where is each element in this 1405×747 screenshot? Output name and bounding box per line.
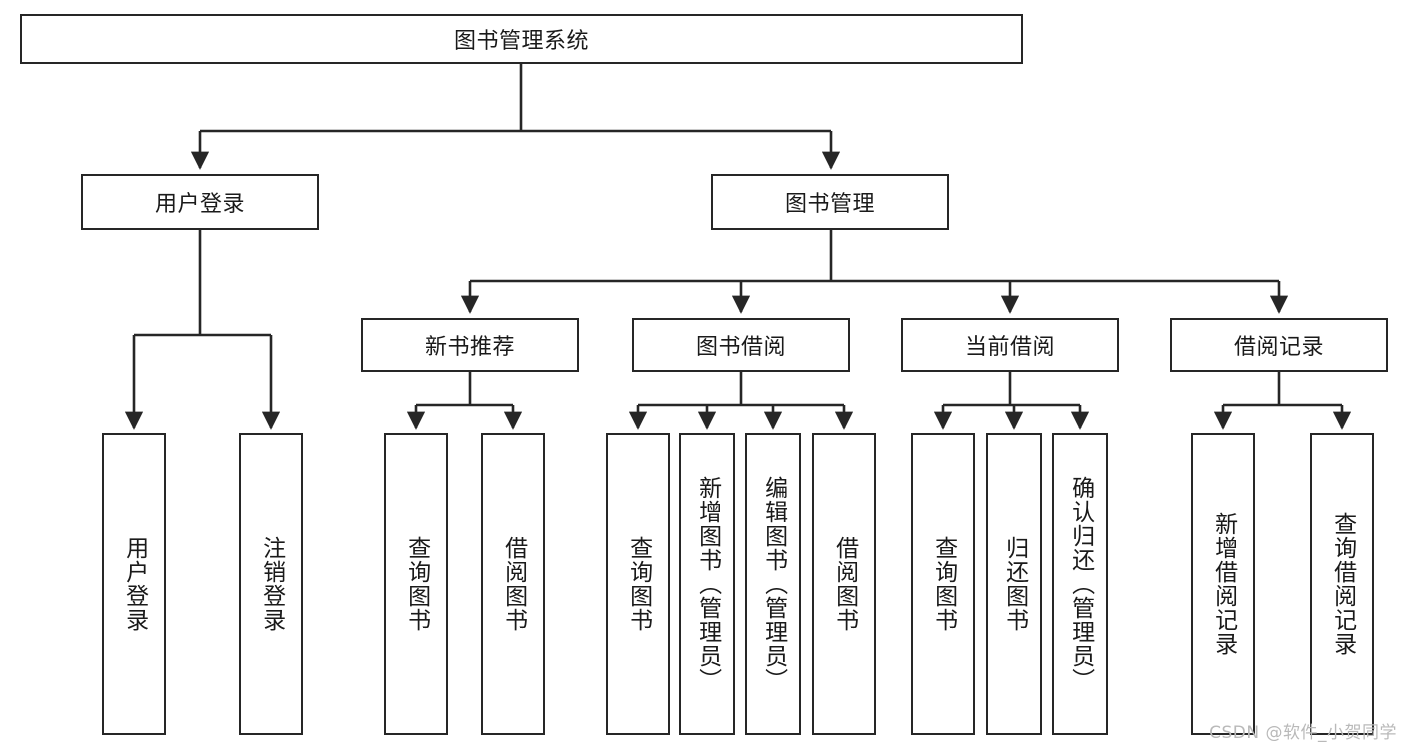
- node-user-login-label: 用户登录: [154, 192, 245, 217]
- node-new-book-recommend[interactable]: 新书推荐: [361, 318, 579, 372]
- node-leaf-query-record-label: 查询借阅记录: [1329, 512, 1356, 656]
- node-book-manage[interactable]: 图书管理: [711, 174, 949, 230]
- node-leaf-add-book-label: 新增图书（管理员）: [694, 476, 721, 692]
- node-leaf-borrow-book[interactable]: 借阅图书: [812, 433, 876, 735]
- node-leaf-query-record[interactable]: 查询借阅记录: [1310, 433, 1374, 735]
- node-book-borrow[interactable]: 图书借阅: [632, 318, 850, 372]
- node-leaf-user-logout-label: 注销登录: [258, 536, 285, 632]
- node-leaf-add-record[interactable]: 新增借阅记录: [1191, 433, 1255, 735]
- node-leaf-add-book[interactable]: 新增图书（管理员）: [679, 433, 735, 735]
- node-leaf-edit-book[interactable]: 编辑图书（管理员）: [745, 433, 801, 735]
- node-leaf-confirm-return-label: 确认归还（管理员）: [1067, 476, 1094, 692]
- node-leaf-query-book-cur-label: 查询图书: [930, 536, 957, 632]
- node-book-manage-label: 图书管理: [784, 192, 875, 217]
- node-leaf-return-book-label: 归还图书: [1001, 536, 1028, 632]
- node-book-borrow-label: 图书借阅: [695, 335, 786, 360]
- node-leaf-borrow-book-rec[interactable]: 借阅图书: [481, 433, 545, 735]
- node-user-login[interactable]: 用户登录: [81, 174, 319, 230]
- node-leaf-query-book-cur[interactable]: 查询图书: [911, 433, 975, 735]
- node-current-borrow-label: 当前借阅: [964, 335, 1055, 360]
- node-leaf-user-login[interactable]: 用户登录: [102, 433, 166, 735]
- node-new-book-recommend-label: 新书推荐: [424, 335, 515, 360]
- node-borrow-record[interactable]: 借阅记录: [1170, 318, 1388, 372]
- node-borrow-record-label: 借阅记录: [1233, 335, 1324, 360]
- node-leaf-query-book-rec-label: 查询图书: [403, 536, 430, 632]
- node-root[interactable]: 图书管理系统: [20, 14, 1023, 64]
- node-current-borrow[interactable]: 当前借阅: [901, 318, 1119, 372]
- node-leaf-borrow-book-label: 借阅图书: [831, 536, 858, 632]
- node-leaf-query-book-borrow-label: 查询图书: [625, 536, 652, 632]
- csdn-watermark: CSDN @软件_小贺同学: [1209, 723, 1397, 743]
- node-leaf-borrow-book-rec-label: 借阅图书: [500, 536, 527, 632]
- node-leaf-confirm-return[interactable]: 确认归还（管理员）: [1052, 433, 1108, 735]
- node-leaf-add-record-label: 新增借阅记录: [1210, 512, 1237, 656]
- node-leaf-edit-book-label: 编辑图书（管理员）: [760, 476, 787, 692]
- node-root-label: 图书管理系统: [453, 29, 589, 54]
- node-leaf-return-book[interactable]: 归还图书: [986, 433, 1042, 735]
- node-leaf-query-book-borrow[interactable]: 查询图书: [606, 433, 670, 735]
- node-leaf-user-logout[interactable]: 注销登录: [239, 433, 303, 735]
- node-leaf-query-book-rec[interactable]: 查询图书: [384, 433, 448, 735]
- node-leaf-user-login-label: 用户登录: [121, 536, 148, 632]
